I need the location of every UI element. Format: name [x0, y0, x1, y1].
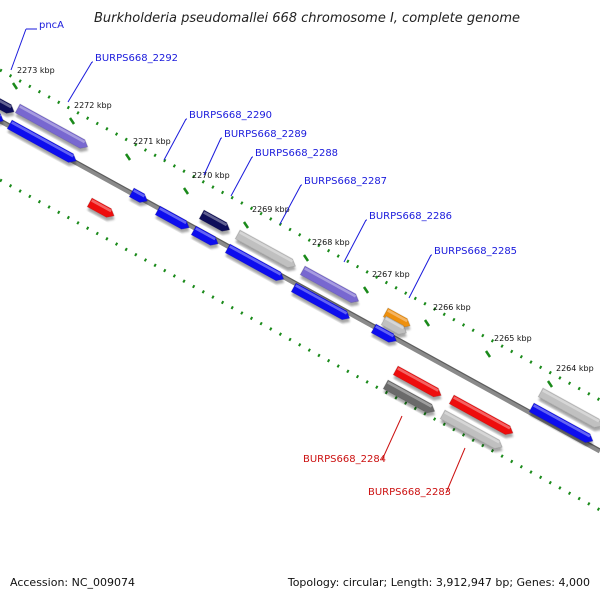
kbp-tick-label: 2272 kbp — [74, 101, 112, 110]
gene-label[interactable]: BURPS668_2284 — [303, 454, 386, 465]
kbp-tick-mark — [68, 117, 76, 125]
gene-label-leader — [445, 447, 466, 494]
gene-arrow-gray[interactable] — [234, 229, 298, 271]
gene-arrow-red[interactable] — [448, 394, 515, 437]
lower-tick-track — [0, 178, 600, 512]
gene-arrow-red[interactable] — [392, 365, 443, 400]
gene-label-leader — [408, 254, 432, 299]
gene-arrow-blue[interactable] — [128, 187, 150, 205]
accession-text: Accession: NC_009074 — [10, 576, 135, 589]
gene-arrow-gray[interactable] — [537, 387, 600, 430]
gene-features — [0, 93, 600, 452]
kbp-tick-label: 2265 kbp — [494, 334, 532, 343]
kbp-tick-label: 2268 kbp — [312, 238, 350, 247]
gene-label[interactable]: BURPS668_2292 — [95, 53, 178, 64]
gene-arrow-blue[interactable] — [154, 205, 191, 232]
gene-arrow-darkgray[interactable] — [382, 379, 437, 416]
gene-label[interactable]: BURPS668_2283 — [368, 487, 451, 498]
kbp-tick-label: 2266 kbp — [433, 303, 471, 312]
gene-arrow-navy[interactable] — [0, 93, 17, 116]
gene-label[interactable]: BURPS668_2290 — [189, 110, 272, 121]
gene-arrow-blue[interactable] — [528, 402, 595, 445]
gene-label-leader — [203, 137, 222, 176]
kbp-tick-label: 2264 kbp — [556, 364, 594, 373]
kbp-tick-mark — [423, 319, 431, 327]
gene-label[interactable]: BURPS668_2287 — [304, 176, 387, 187]
kbp-tick-label: 2267 kbp — [372, 270, 410, 279]
kbp-tick-label: 2271 kbp — [133, 137, 171, 146]
kbp-tick-mark — [362, 286, 370, 294]
gene-label-leader — [343, 219, 367, 263]
gene-arrow-navy[interactable] — [198, 209, 232, 234]
backbone-highlight — [0, 118, 600, 450]
gene-arrow-blue[interactable] — [6, 119, 78, 165]
kbp-tick-mark — [11, 82, 19, 90]
gene-label-leader — [10, 28, 27, 71]
gene-label-leader — [67, 61, 93, 103]
gene-arrow-blue[interactable] — [370, 323, 399, 345]
kbp-tick-mark — [242, 221, 250, 229]
kbp-tick-mark — [484, 350, 492, 358]
gene-label-leader — [163, 118, 187, 161]
gene-arrow-blue[interactable] — [290, 282, 352, 323]
gene-arrow-gray[interactable] — [439, 409, 504, 452]
upper-tick-track — [0, 68, 600, 402]
gene-arrow-blue[interactable] — [190, 225, 220, 248]
kbp-tick-mark — [302, 254, 310, 262]
kbp-tick-label: 2270 kbp — [192, 171, 230, 180]
gene-label[interactable]: BURPS668_2289 — [224, 129, 307, 140]
gene-label-leader — [279, 184, 302, 225]
kbp-tick-mark — [124, 153, 132, 161]
label-leaders: pncA BURPS668_2292BURPS668_2290BURPS668_2… — [10, 20, 517, 498]
kbp-tick-label: 2273 kbp — [17, 66, 55, 75]
gene-arrow-gray[interactable] — [380, 315, 409, 337]
gene-arrow-purple[interactable] — [299, 265, 361, 306]
gene-label[interactable]: BURPS668_2285 — [434, 246, 517, 257]
topology-text: Topology: circular; Length: 3,912,947 bp… — [287, 576, 590, 589]
gene-label[interactable]: pncA — [39, 20, 64, 31]
gene-arrow-blue[interactable] — [224, 243, 286, 284]
gene-label[interactable]: BURPS668_2288 — [255, 148, 338, 159]
map-title: Burkholderia pseudomallei 668 chromosome… — [94, 11, 520, 26]
gene-arrow-red[interactable] — [86, 197, 116, 220]
kbp-tick-mark — [182, 187, 190, 195]
kbp-tick-label: 2269 kbp — [252, 205, 290, 214]
kbp-tick-mark — [546, 380, 554, 388]
gene-label-leader — [230, 156, 253, 197]
kbp-ticks: 2273 kbp 2272 kbp 2271 kbp 2270 kbp 2269 kbp… — [11, 66, 594, 388]
gene-label[interactable]: BURPS668_2286 — [369, 211, 452, 222]
gene-arrow-orange[interactable] — [382, 307, 412, 330]
gene-arrow-purple[interactable] — [14, 103, 90, 151]
gene-label-leader — [381, 415, 403, 461]
